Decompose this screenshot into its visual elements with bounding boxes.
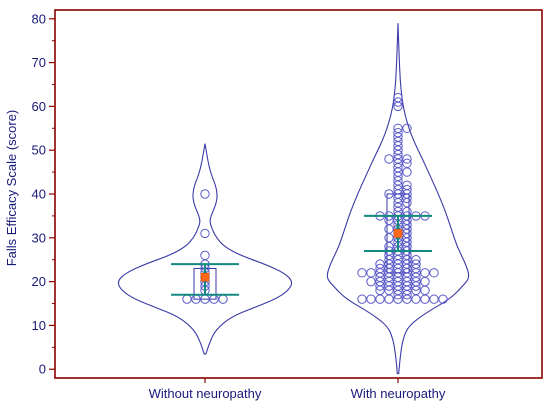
data-point [182, 294, 192, 304]
data-point [411, 259, 421, 269]
data-point [402, 154, 412, 164]
data-point [411, 294, 421, 304]
data-point [357, 268, 367, 278]
plot-frame [54, 9, 543, 379]
y-tick-label: 20 [32, 274, 46, 289]
violin-outline [326, 23, 470, 375]
data-point [384, 294, 394, 304]
data-point [420, 268, 430, 278]
data-point [384, 189, 394, 199]
y-tick-label: 50 [32, 143, 46, 158]
y-tick-label: 0 [39, 362, 46, 377]
y-tick-label: 80 [32, 11, 46, 26]
y-tick-label: 40 [32, 187, 46, 202]
data-point [393, 123, 403, 133]
violin-outline [117, 143, 293, 355]
data-point [402, 123, 412, 133]
data-point [420, 276, 430, 287]
data-point [393, 127, 403, 138]
data-point [393, 97, 403, 107]
data-point [411, 255, 421, 265]
data-point [402, 184, 412, 195]
y-axis-label: Falls Efficacy Scale (score) [4, 110, 19, 267]
data-point [429, 294, 439, 304]
data-point [200, 189, 210, 199]
data-point [402, 158, 412, 169]
mean-marker [200, 272, 210, 282]
data-point [429, 268, 439, 278]
data-point [366, 268, 376, 278]
y-tick-label: 30 [32, 230, 46, 245]
data-point [375, 294, 385, 304]
data-point [200, 228, 210, 239]
data-point [200, 250, 210, 261]
data-point [384, 154, 394, 164]
data-point [402, 167, 412, 177]
y-tick-label: 60 [32, 99, 46, 114]
x-tick-label: With neuropathy [351, 386, 446, 401]
data-point [218, 294, 228, 304]
y-tick-label: 70 [32, 55, 46, 70]
data-point [366, 294, 376, 304]
x-tick-label: Without neuropathy [149, 386, 262, 401]
data-point [420, 294, 430, 304]
data-point [357, 294, 367, 304]
mean-marker [393, 229, 403, 238]
data-point [375, 259, 385, 269]
data-point [393, 92, 403, 103]
group-without-neuropathy [117, 143, 293, 355]
data-point [375, 263, 385, 274]
data-point [438, 294, 448, 304]
plot-layer [117, 23, 470, 375]
data-point [366, 276, 376, 287]
y-tick-label: 10 [32, 318, 46, 333]
data-point [420, 285, 430, 296]
group-with-neuropathy [326, 23, 470, 375]
data-point [402, 180, 412, 190]
